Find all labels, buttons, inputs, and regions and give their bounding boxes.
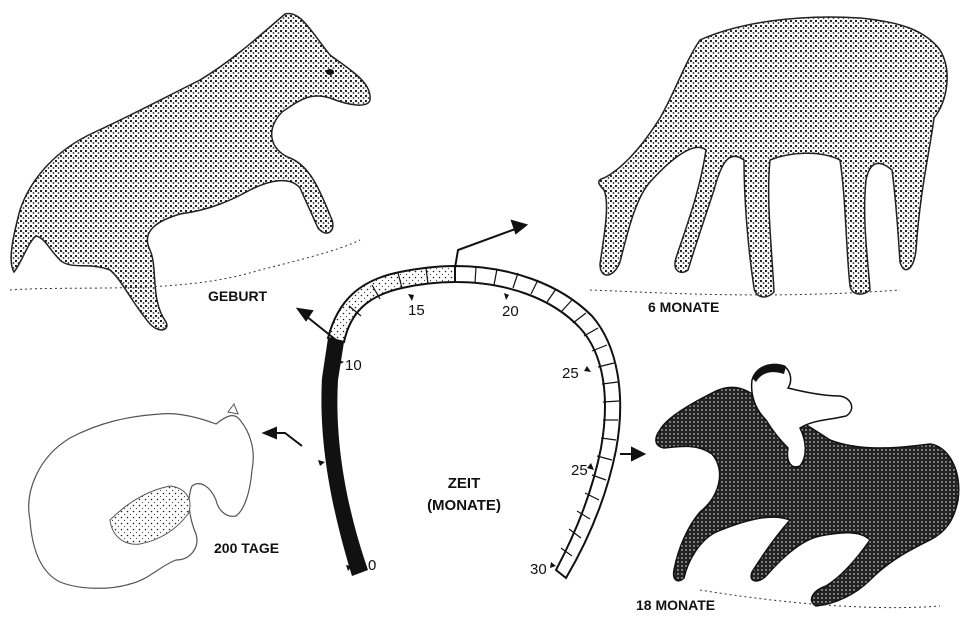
arrow-to-6-months-icon <box>455 221 526 268</box>
fetus-foal-icon <box>29 404 254 588</box>
tick-label-0: 0 <box>368 557 376 574</box>
lying-foal-icon <box>10 13 370 329</box>
arrow-to-200-days-icon <box>264 428 302 446</box>
stage-label-6-months: 6 MONATE <box>648 299 719 315</box>
center-label-time: ZEIT <box>448 475 481 492</box>
gauge-segment-early-life <box>328 266 455 342</box>
arrow-to-18-months-icon <box>620 448 644 460</box>
tick-label-25-upper: 25 <box>562 365 579 382</box>
tick-label-15: 15 <box>408 302 425 319</box>
tick-label-25-lower: 25 <box>571 462 588 479</box>
scale-labels: 0 5 10 15 20 25 25 30 <box>329 302 588 578</box>
center-label-months: (MONATE) <box>427 497 501 514</box>
arrows <box>264 221 644 460</box>
stage-label-200-days: 200 TAGE <box>214 540 279 556</box>
arrow-to-birth-icon <box>298 309 336 340</box>
stage-label-birth: GEBURT <box>208 288 268 304</box>
tick-label-5: 5 <box>329 457 337 474</box>
racehorse-jockey-icon <box>656 364 959 608</box>
tick-label-30: 30 <box>530 561 547 578</box>
tick-label-20: 20 <box>502 303 519 320</box>
time-gauge <box>318 266 620 578</box>
stage-label-18-months: 18 MONATE <box>636 597 715 613</box>
grazing-foal-icon <box>590 17 947 297</box>
tick-label-10: 10 <box>345 357 362 374</box>
gauge-segment-later-life <box>455 266 620 578</box>
